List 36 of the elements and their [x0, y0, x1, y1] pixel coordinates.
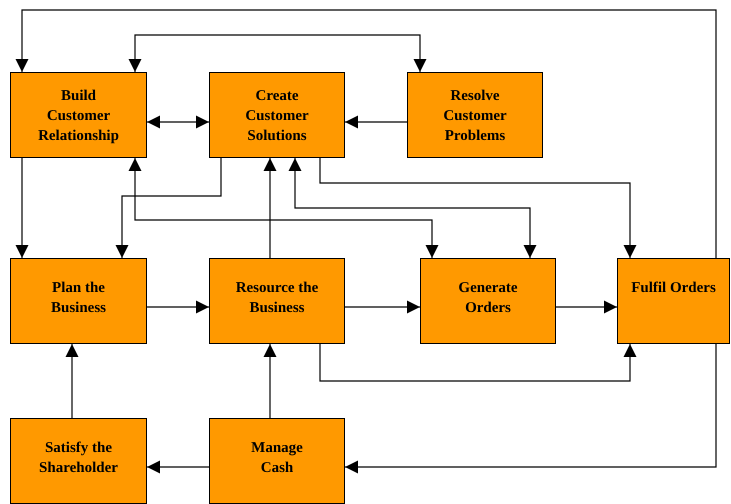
box-label: Build Customer Relationship — [37, 87, 120, 146]
arrow — [264, 158, 276, 258]
process-box — [209, 72, 345, 158]
process-box — [420, 258, 556, 344]
process-box — [407, 72, 543, 158]
box-label: Manage Cash — [250, 439, 304, 478]
process-box — [10, 258, 147, 344]
arrow — [147, 300, 209, 314]
box-label: Plan the Business — [50, 279, 108, 318]
process-box — [209, 418, 345, 504]
box-label: Satisfy the Shareholder — [38, 439, 119, 478]
arrow — [556, 300, 617, 314]
process-box — [10, 72, 147, 158]
arrow — [128, 158, 438, 258]
arrow — [264, 344, 276, 418]
process-box — [10, 418, 147, 504]
arrow — [345, 300, 420, 314]
process-box — [617, 258, 730, 344]
box-label: Fulfil Orders — [630, 279, 717, 298]
arrow — [319, 344, 636, 382]
arrow — [345, 344, 717, 474]
arrow — [116, 158, 222, 258]
arrow — [319, 158, 636, 258]
box-label: Create Customer Solutions — [244, 87, 310, 146]
process-box — [209, 258, 345, 344]
arrow — [147, 116, 209, 128]
arrow — [147, 460, 209, 474]
box-label: Resource the Business — [234, 279, 320, 318]
arrow — [66, 344, 78, 418]
box-label: Generate Orders — [457, 279, 519, 318]
arrow — [16, 158, 28, 258]
arrow — [128, 34, 426, 72]
arrow — [345, 116, 407, 128]
arrow — [16, 9, 717, 258]
arrow — [288, 158, 536, 258]
box-label: Resolve Customer Problems — [442, 87, 508, 146]
